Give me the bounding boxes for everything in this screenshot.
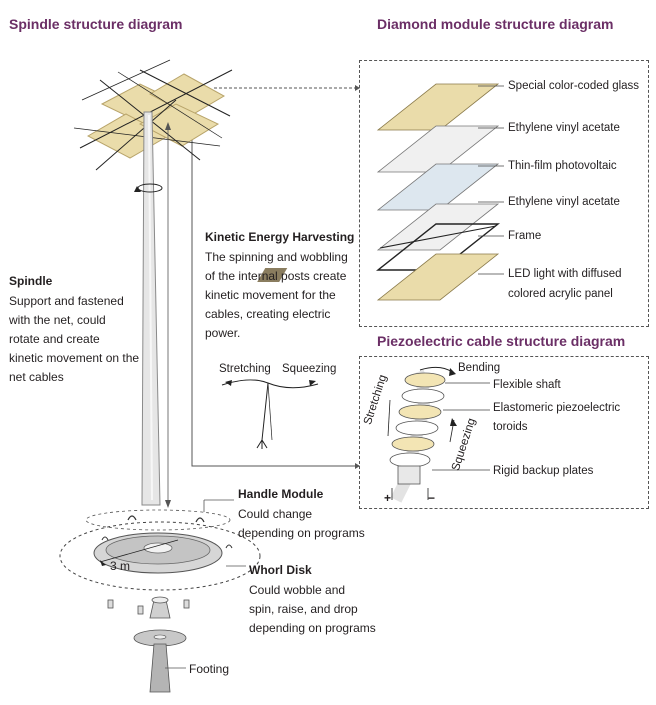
kinetic-line-5: power. bbox=[205, 326, 241, 340]
kinetic-heading: Kinetic Energy Harvesting bbox=[205, 230, 355, 244]
kinetic-line-3: kinetic movement for the bbox=[205, 288, 336, 302]
layer-label-led-2: colored acrylic panel bbox=[508, 288, 613, 300]
diamond-module-box bbox=[359, 60, 649, 327]
piezo-cable-drawing bbox=[387, 366, 490, 503]
spindle-line-2: with the net, could bbox=[9, 313, 106, 327]
piezo-title: Piezoelectric cable structure diagram bbox=[377, 333, 626, 349]
piezo-toroids-label-1: Elastomeric piezoelectric bbox=[493, 402, 621, 414]
diamond-layers bbox=[257, 83, 504, 301]
layer-label-led-1: LED light with diffused bbox=[508, 268, 622, 280]
piezo-shaft-label: Flexible shaft bbox=[493, 379, 561, 391]
handle-heading: Handle Module bbox=[238, 487, 324, 501]
piezo-bending-label: Bending bbox=[458, 362, 501, 374]
spindle-line-4: kinetic movement on the bbox=[9, 351, 140, 365]
spindle-line-5: net cables bbox=[9, 370, 64, 384]
spindle-title: Spindle structure diagram bbox=[9, 16, 183, 32]
kinetic-line-4: cables, creating electric bbox=[205, 307, 331, 321]
piezo-minus-label: − bbox=[428, 491, 436, 505]
handle-line-2: depending on programs bbox=[238, 526, 365, 540]
kinetic-line-2: of the internal posts create bbox=[205, 269, 347, 283]
whorl-line-2: spin, raise, and drop bbox=[249, 602, 358, 616]
handle-line-1: Could change bbox=[238, 507, 313, 521]
spindle-heading: Spindle bbox=[9, 274, 53, 288]
layer-label-eva-bottom: Ethylene vinyl acetate bbox=[508, 196, 620, 208]
diamond-title: Diamond module structure diagram bbox=[377, 16, 614, 32]
footing-label: Footing bbox=[189, 662, 230, 676]
spindle-line-1: Support and fastened bbox=[9, 294, 124, 308]
layer-label-glass: Special color-coded glass bbox=[508, 80, 640, 92]
whorl-dimension-label: 3 m bbox=[110, 559, 131, 573]
kinetic-cable-sketch bbox=[221, 379, 319, 449]
whorl-disk-drawing bbox=[59, 499, 261, 693]
kinetic-line-1: The spinning and wobbling bbox=[205, 250, 348, 264]
piezo-cable-box bbox=[359, 356, 649, 509]
kinetic-stretching-label: Stretching bbox=[219, 363, 271, 375]
piezo-toroids-label-2: toroids bbox=[493, 421, 528, 433]
layer-label-eva-top: Ethylene vinyl acetate bbox=[508, 122, 620, 134]
piezo-backup-label: Rigid backup plates bbox=[493, 465, 594, 477]
layer-label-photovoltaic: Thin-film photovoltaic bbox=[508, 160, 617, 172]
whorl-heading: Whorl Disk bbox=[249, 563, 312, 577]
piezo-plus-label: + bbox=[384, 491, 392, 505]
whorl-line-3: depending on programs bbox=[249, 621, 376, 635]
whorl-line-1: Could wobble and bbox=[249, 583, 346, 597]
spindle-line-3: rotate and create bbox=[9, 332, 100, 346]
layer-label-frame: Frame bbox=[508, 230, 542, 242]
kinetic-squeezing-label: Squeezing bbox=[282, 363, 337, 375]
